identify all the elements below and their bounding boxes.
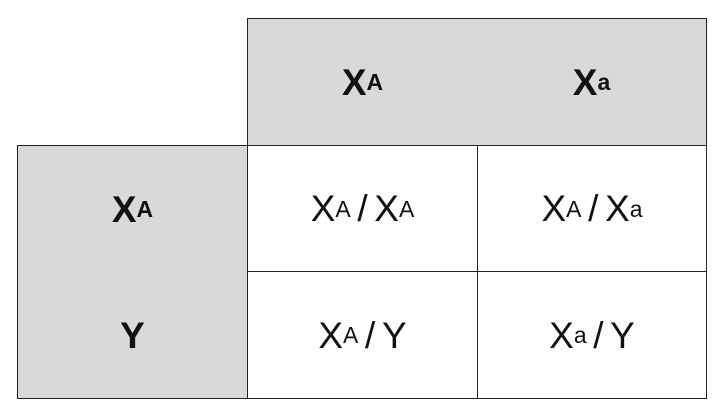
allele-base: Y [381, 314, 407, 356]
allele-base: X [341, 61, 367, 103]
allele-base: X [310, 188, 336, 229]
genotype-separator: / [588, 188, 599, 229]
allele-base: X [374, 188, 399, 229]
genotype-separator: / [357, 188, 368, 229]
allele-base: X [605, 188, 630, 229]
allele-base: X [549, 314, 574, 356]
genotype-separator: / [593, 314, 604, 356]
genotype-separator: / [365, 314, 376, 356]
allele-base: Y [610, 314, 635, 356]
allele-base: X [572, 61, 598, 103]
allele-base: X [318, 314, 344, 356]
allele-base: X [111, 188, 137, 230]
row-header-Y: Y [18, 272, 247, 398]
allele-base: X [541, 188, 567, 229]
allele-base: Y [120, 314, 145, 356]
